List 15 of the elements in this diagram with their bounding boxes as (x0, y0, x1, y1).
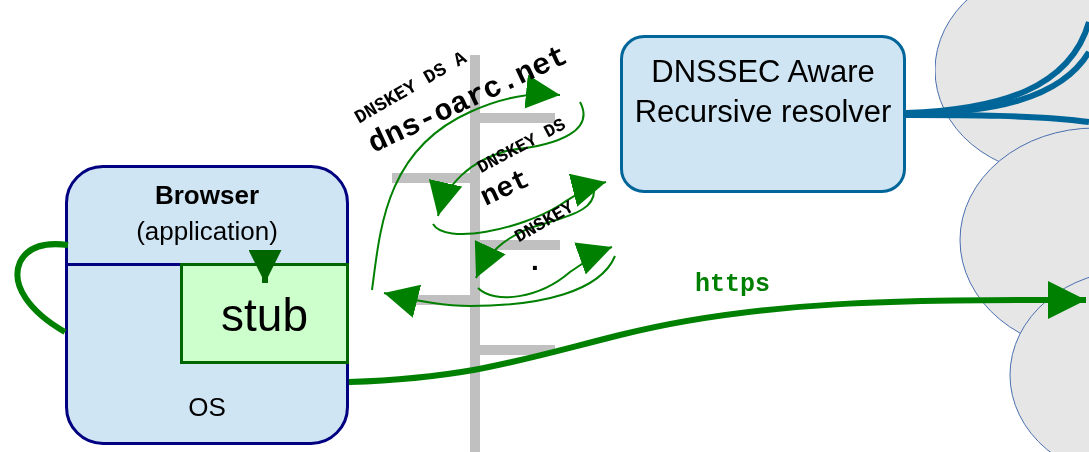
os-label: OS (187, 392, 227, 423)
stub-box (180, 263, 349, 364)
resolver-label: DNSSEC Aware Recursive resolver (633, 53, 893, 131)
os-box (65, 165, 349, 445)
connector-line (906, 112, 1089, 125)
connector-line (14, 241, 69, 335)
resolver-box (620, 35, 906, 193)
arrow (348, 281, 1086, 385)
app-title: Browser (153, 180, 260, 211)
edge-label: https (693, 270, 772, 299)
domain-label: . (526, 246, 544, 278)
stub-label: stub (220, 288, 309, 342)
arrow (248, 250, 282, 283)
cloud-shape (935, 0, 1089, 452)
app-subtitle: (application) (135, 216, 279, 247)
